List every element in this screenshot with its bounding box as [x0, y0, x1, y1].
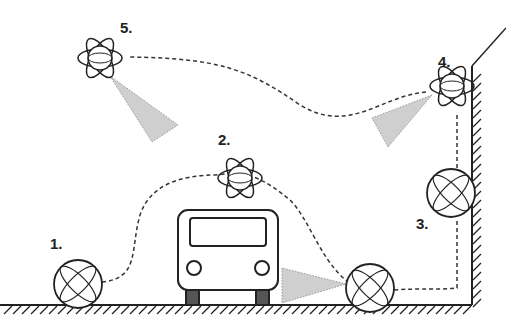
callout-number: 3.	[416, 216, 429, 231]
drone	[78, 34, 122, 81]
ground-robot	[54, 260, 102, 308]
drone	[218, 154, 262, 201]
flight-path	[102, 57, 457, 290]
hatching	[4, 74, 481, 314]
callout-number: 5.	[120, 20, 133, 35]
drone	[430, 62, 474, 109]
car	[178, 210, 278, 305]
callout-number: 2.	[218, 132, 231, 147]
callout-number: 4.	[438, 54, 451, 69]
ground-robot	[346, 264, 394, 312]
callout-number: 1.	[50, 236, 63, 251]
wall-robot	[427, 169, 475, 217]
